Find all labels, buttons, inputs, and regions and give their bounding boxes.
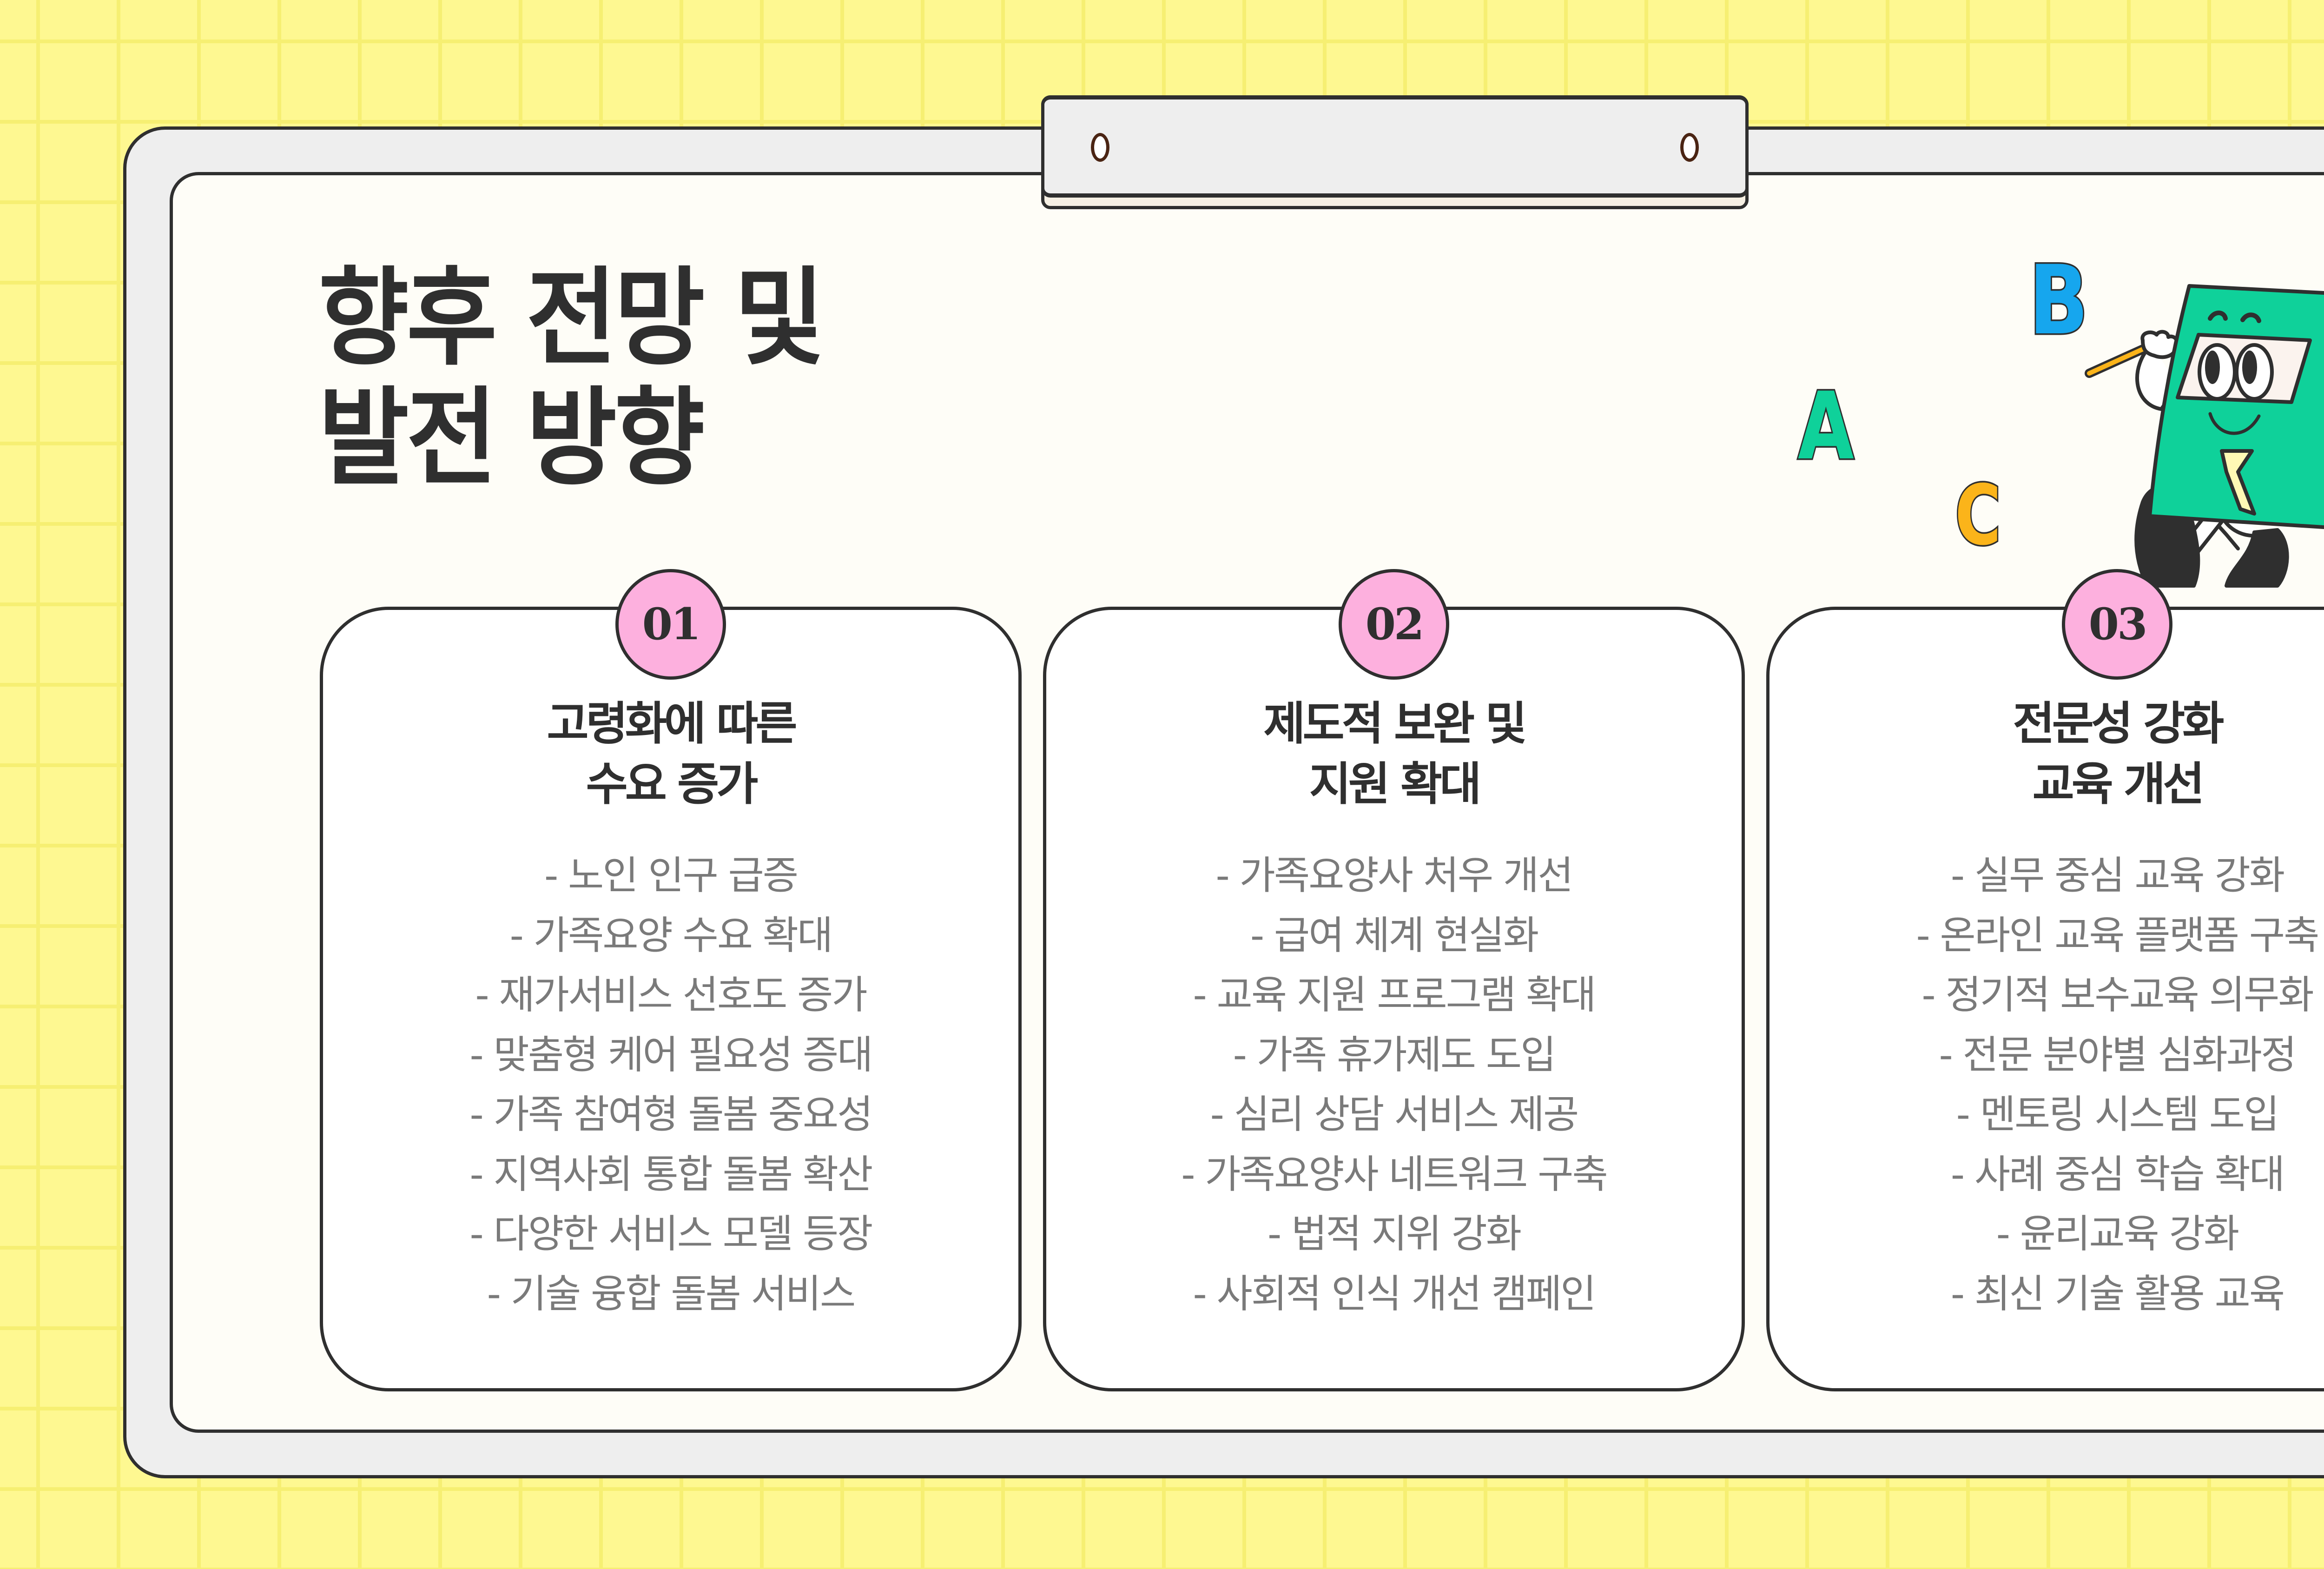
list-item: - 사례 중심 학습 확대 [1950, 1151, 2285, 1197]
list-item: - 재가서비스 선호도 증가 [475, 972, 867, 1018]
list-item: - 사회적 인식 개선 캠페인 [1193, 1271, 1597, 1317]
card-number-badge: 01 [615, 569, 726, 680]
list-item: - 심리 상담 서비스 제공 [1210, 1092, 1579, 1137]
card-title-line-1: 전문성 강화 [2013, 697, 2225, 750]
page-title-line-1: 향후 전망 및 [318, 256, 825, 380]
card-bullet-list: - 노인 인구 급증 - 가족요양 수요 확대 - 재가서비스 선호도 증가 -… [323, 846, 1018, 1324]
list-item: - 노인 인구 급증 [544, 853, 799, 898]
card-03: 03 전문성 강화 교육 개선 - 실무 중심 교육 강화 - 온라인 교육 플… [1766, 569, 2324, 1391]
list-item: - 가족 휴가제도 도입 [1233, 1032, 1557, 1078]
book-mascot-illustration [2085, 284, 2324, 588]
card-01: 01 고령화에 따른 수요 증가 - 노인 인구 급증 - 가족요양 수요 확대… [320, 569, 1022, 1391]
card-title-line-1: 고령화에 따른 [547, 697, 797, 750]
list-item: - 멘토링 시스템 도입 [1956, 1092, 2280, 1137]
card-title: 고령화에 따른 수요 증가 [323, 694, 1018, 814]
list-item: - 급여 체계 현실화 [1250, 912, 1539, 958]
card-number-badge: 03 [2062, 569, 2172, 680]
list-item: - 가족요양 수요 확대 [509, 912, 833, 958]
clipboard-clip [1041, 95, 1749, 198]
list-item: - 정기적 보수교육 의무화 [1921, 972, 2314, 1018]
list-item: - 실무 중심 교육 강화 [1950, 853, 2285, 898]
card-02: 02 제도적 보완 및 지원 확대 - 가족요양사 처우 개선 - 급여 체계 … [1043, 569, 1745, 1391]
letter-c-icon: C [1954, 467, 2002, 563]
list-item: - 가족 참여형 돌봄 중요성 [469, 1092, 873, 1137]
list-item: - 기술 융합 돌봄 서비스 [487, 1271, 856, 1317]
list-item: - 온라인 교육 플랫폼 구축 [1916, 912, 2320, 958]
card-title: 제도적 보완 및 지원 확대 [1046, 694, 1742, 814]
list-item: - 전문 분야별 심화과정 [1939, 1032, 2297, 1078]
list-item: - 가족요양사 처우 개선 [1215, 853, 1574, 898]
card-title-line-2: 교육 개선 [2032, 758, 2205, 811]
card-title-line-2: 수요 증가 [586, 758, 759, 811]
letter-b-icon: B [2027, 245, 2090, 356]
page-title-line-2: 발전 방향 [318, 376, 705, 500]
list-item: - 윤리교육 강화 [1996, 1211, 2239, 1257]
card-title-line-1: 제도적 보완 및 [1263, 697, 1527, 750]
list-item: - 법적 지위 강화 [1267, 1211, 1522, 1257]
card-title: 전문성 강화 교육 개선 [1769, 694, 2324, 814]
list-item: - 최신 기술 활용 교육 [1950, 1271, 2285, 1317]
list-item: - 다양한 서비스 모델 등장 [469, 1211, 873, 1257]
card-number-badge: 02 [1339, 569, 1449, 680]
card-title-line-2: 지원 확대 [1309, 758, 1482, 811]
clip-hole-left-icon [1091, 133, 1109, 162]
card-bullet-list: - 실무 중심 교육 강화 - 온라인 교육 플랫폼 구축 - 정기적 보수교육… [1769, 846, 2324, 1324]
list-item: - 가족요양사 네트워크 구축 [1181, 1151, 1608, 1197]
list-item: - 맞춤형 케어 필요성 증대 [469, 1032, 873, 1078]
clip-hole-right-icon [1680, 133, 1699, 162]
page-title: 향후 전망 및 발전 방향 [318, 256, 825, 500]
card-bullet-list: - 가족요양사 처우 개선 - 급여 체계 현실화 - 교육 지원 프로그램 확… [1046, 846, 1742, 1324]
letter-a-icon: A [1796, 372, 1855, 481]
list-item: - 교육 지원 프로그램 확대 [1193, 972, 1597, 1018]
list-item: - 지역사회 통합 돌봄 확산 [469, 1151, 873, 1197]
